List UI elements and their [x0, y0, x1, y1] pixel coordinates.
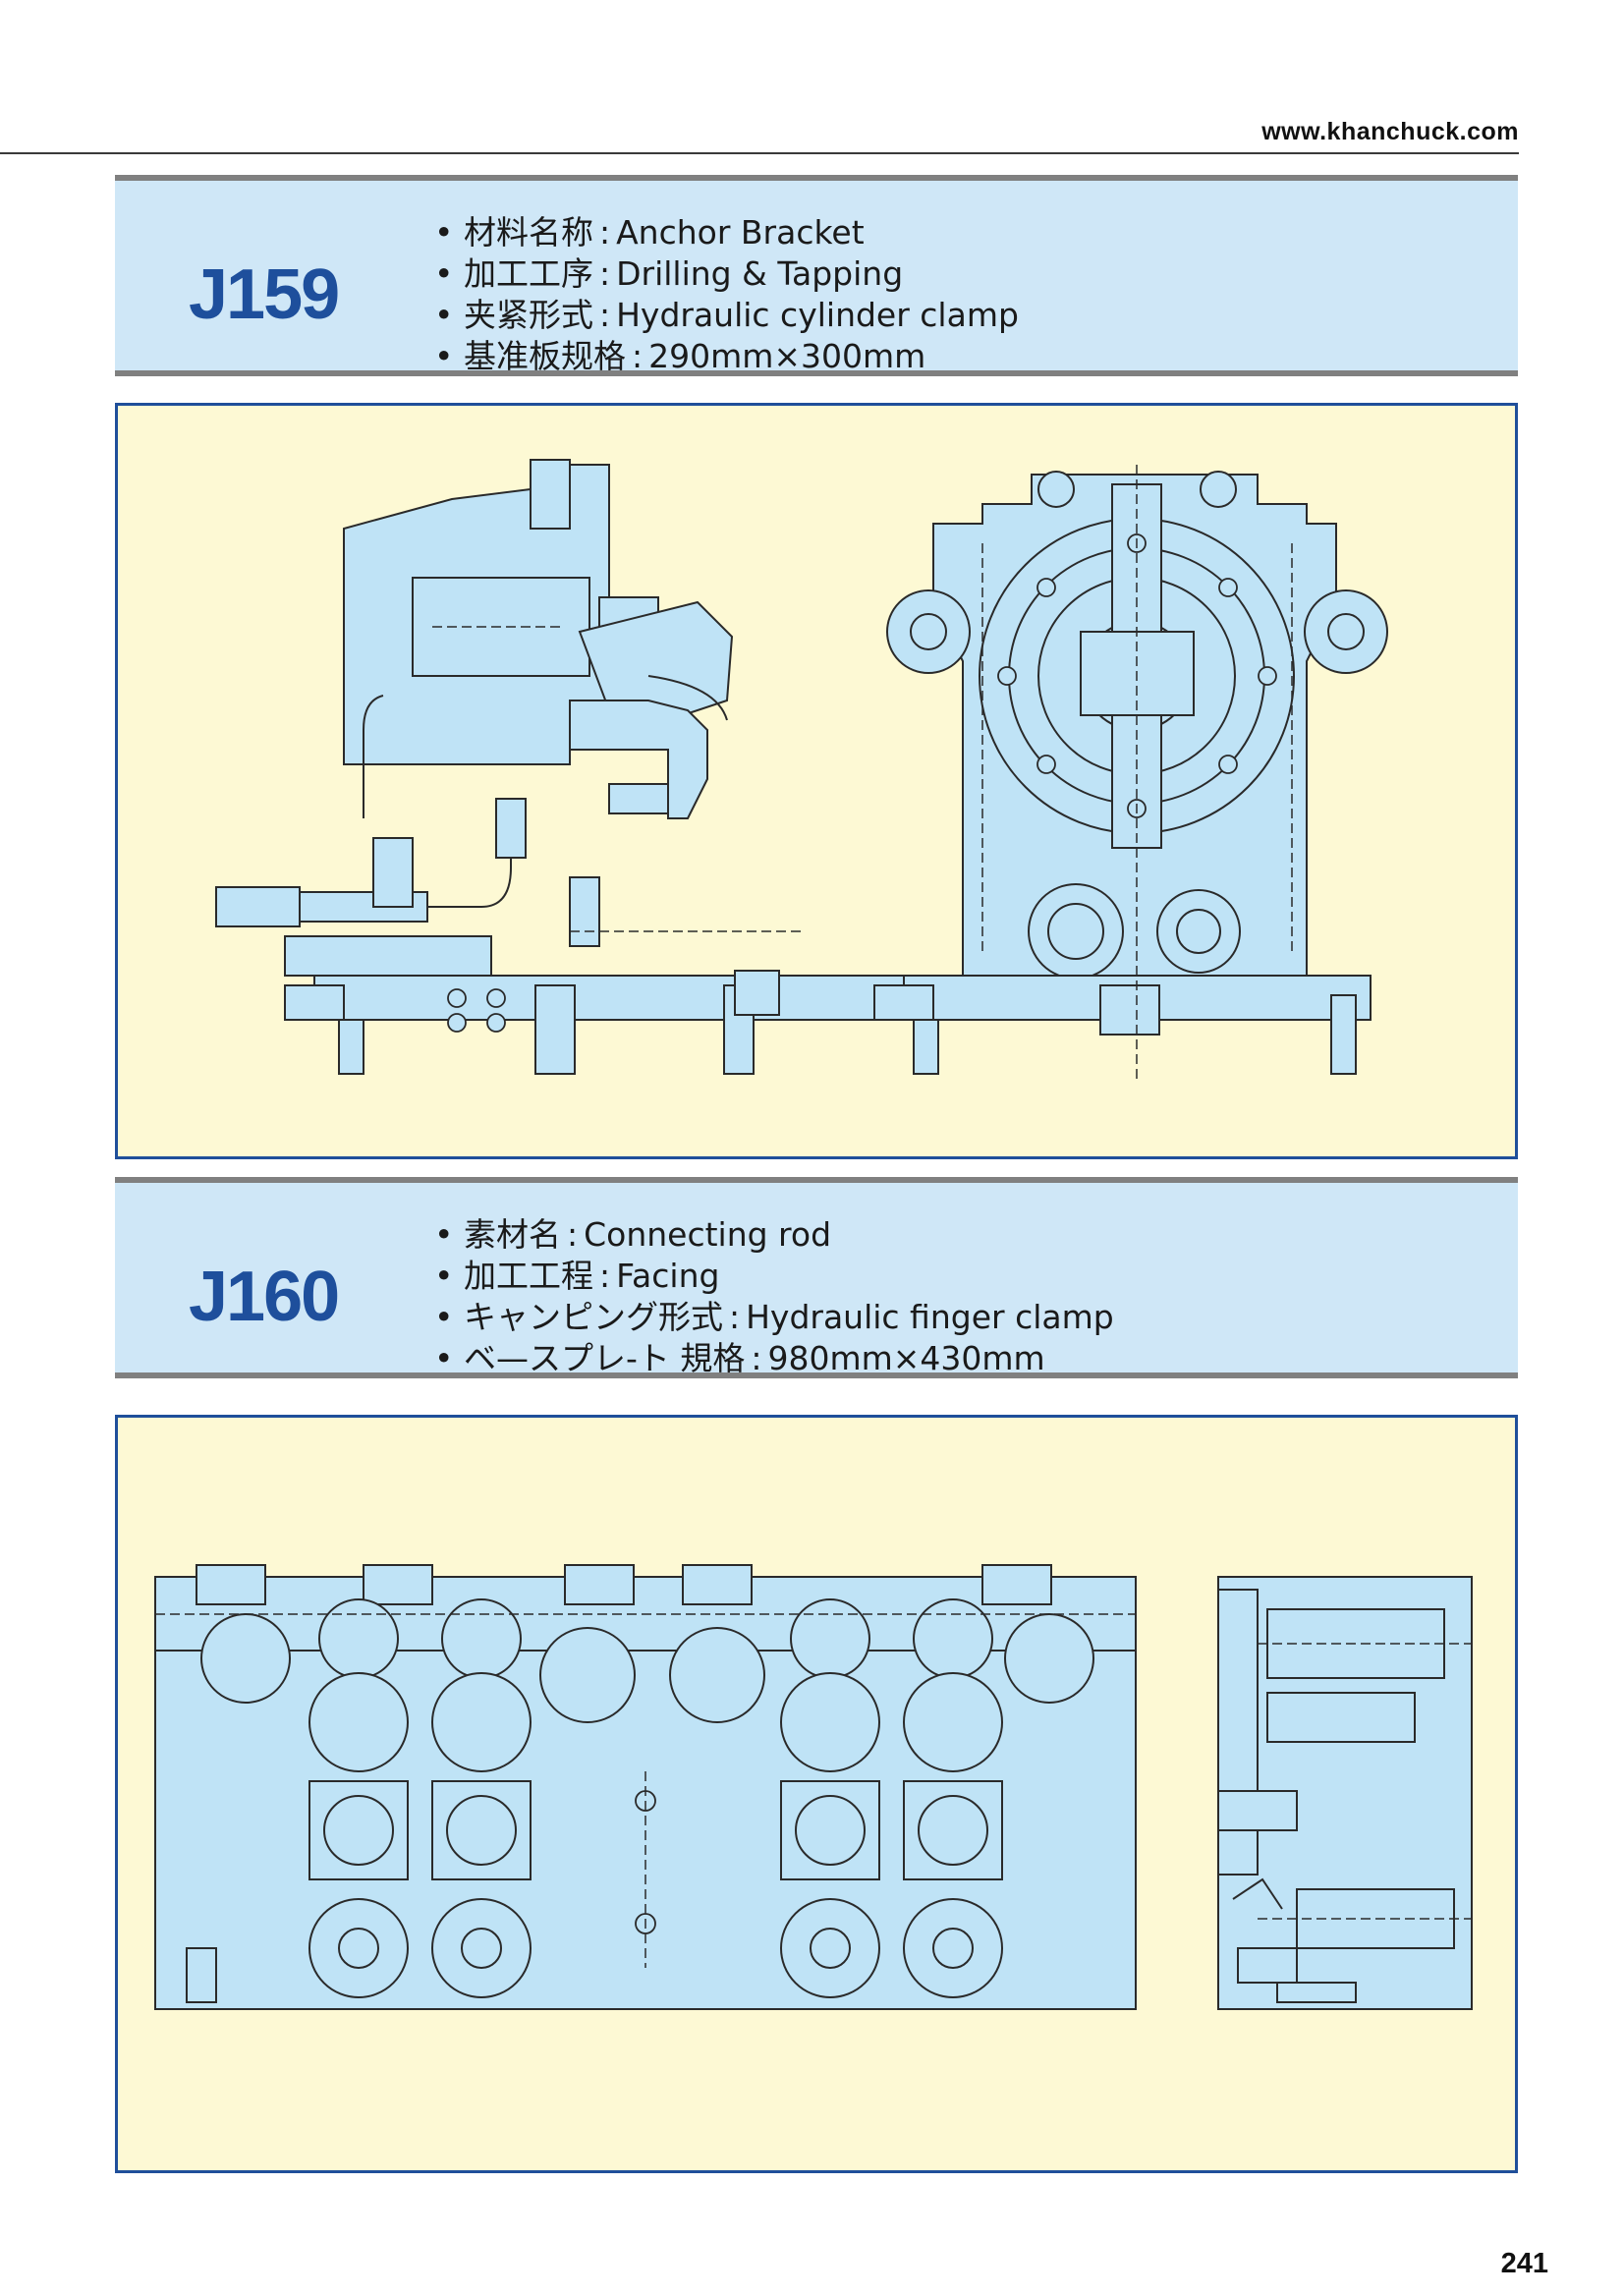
spec-value: 980mm×430mm [767, 1339, 1045, 1377]
fixture-drawing-j159 [215, 459, 1388, 1084]
top-rule [0, 152, 1519, 154]
spec-label: 加工工程 [463, 1257, 593, 1295]
spec-label: 素材名 [463, 1215, 561, 1254]
fixture-code: J160 [189, 1258, 340, 1336]
spec-item: • 素材名:Connecting rod [434, 1215, 832, 1254]
page-number: 241 [1500, 2248, 1548, 2279]
spec-value: Hydraulic finger clamp [746, 1298, 1114, 1336]
middle-clamp-row [308, 1780, 1003, 1880]
fixture-drawing-panel-j160 [115, 1415, 1518, 2173]
site-url[interactable]: www.khanchuck.com [1261, 118, 1519, 145]
upper-clamp-row [200, 1598, 1094, 1772]
fixture-drawing-panel-j159 [115, 403, 1518, 1159]
fixture-header-j160: J160 • 素材名:Connecting rod • 加工工程:Facing … [115, 1177, 1518, 1378]
spec-item: • 加工工程:Facing [434, 1257, 720, 1295]
front-view [873, 465, 1388, 1084]
spec-label: キャンピング形式 [463, 1298, 723, 1336]
spec-value: Connecting rod [584, 1215, 832, 1254]
spec-value: Anchor Bracket [616, 213, 865, 252]
spec-list: • 材料名称:Anchor Bracket • 加工工序:Drilling & … [434, 212, 1019, 377]
spec-value: Hydraulic cylinder clamp [616, 296, 1019, 334]
spec-item: • 材料名称:Anchor Bracket [434, 213, 865, 252]
spec-value: Drilling & Tapping [616, 254, 904, 293]
spec-label: 加工工序 [463, 254, 593, 293]
side-view [215, 459, 964, 1075]
spec-label: 基准板规格 [463, 337, 626, 375]
spec-item: • ベ—スプレ-ト 規格:980mm×430mm [434, 1339, 1045, 1377]
spec-value: 290mm×300mm [648, 337, 926, 375]
spec-item: • キャンピング形式:Hydraulic finger clamp [434, 1298, 1114, 1336]
fixture-code: J159 [189, 255, 340, 334]
fixture-header-j159: J159 • 材料名称:Anchor Bracket • 加工工序:Drilli… [115, 175, 1518, 376]
lower-clamp-row [308, 1898, 1003, 1998]
spec-item: • 加工工序:Drilling & Tapping [434, 254, 904, 293]
side-view [1217, 1576, 1473, 2010]
spec-item: • 夹紧形式:Hydraulic cylinder clamp [434, 296, 1019, 334]
spec-label: ベ—スプレ-ト 規格 [463, 1339, 746, 1377]
spec-list: • 素材名:Connecting rod • 加工工程:Facing • キャン… [434, 1214, 1114, 1379]
fixture-drawing-j160 [154, 1564, 1473, 2010]
spec-value: Facing [616, 1257, 720, 1295]
spec-item: • 基准板规格:290mm×300mm [434, 337, 926, 375]
plan-view [154, 1564, 1137, 2010]
spec-label: 材料名称 [463, 213, 593, 252]
spec-label: 夹紧形式 [463, 296, 593, 334]
